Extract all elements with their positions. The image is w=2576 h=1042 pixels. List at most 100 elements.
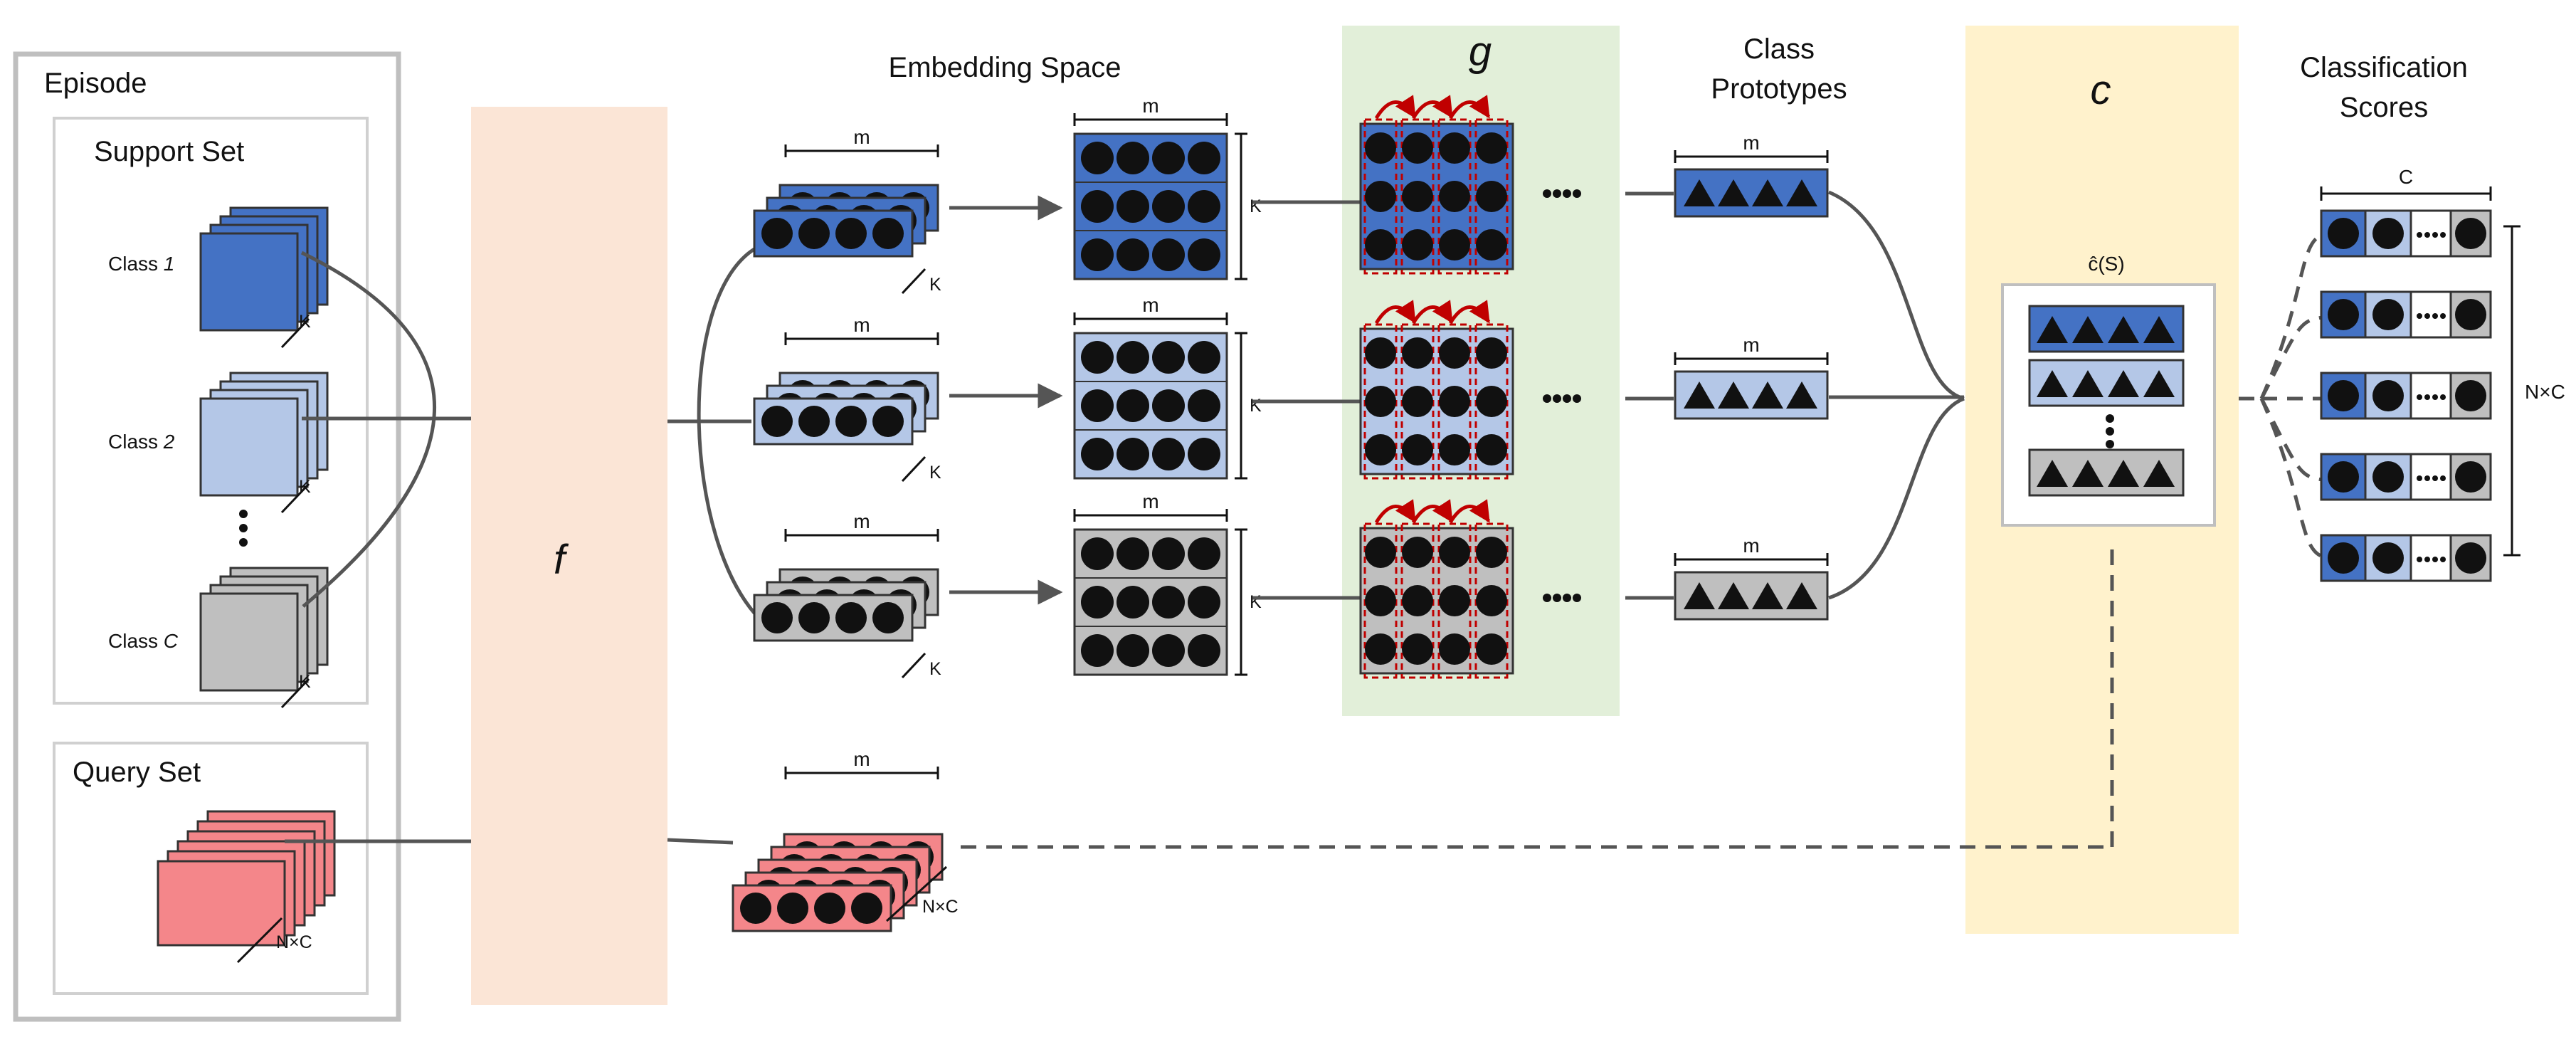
score-ellipsis-dot [2417,313,2422,319]
class-1-g-node [1439,132,1470,164]
prototype-connectors [1828,190,1965,600]
scores-title-2: Scores [2340,92,2429,123]
class-c-matrix-width-label: m [1142,490,1158,512]
class-2-g-node [1402,386,1433,417]
score-ellipsis-dot [2440,557,2446,562]
class-c-prototype-triangle [1752,582,1783,609]
class-1-matrix-node [1188,190,1220,223]
class-2-matrix-width-label: m [1142,294,1158,316]
class-c-embedding-stack-node [835,602,867,633]
class-1-matrix-node [1188,142,1220,174]
prototype-c-label: c [2091,67,2111,113]
class-1-g-node [1476,181,1507,212]
class-1-matrix-node [1117,238,1149,271]
class-2-prototype-triangle [1684,381,1715,409]
class-c-embedding-width-bracket [784,529,939,542]
class-c-g-relation-arrow [1411,499,1454,524]
class-c-matrix-node [1117,586,1149,619]
class-1-embedding-width-bracket [784,144,939,157]
support-set-box [53,117,369,705]
class-c-embedding-depth-tick [901,652,927,679]
class-c-matrix-node [1152,634,1185,667]
class-1-prototype-triangle [1752,179,1783,206]
class-2-k-label: K [299,477,311,497]
classification-score-rows [2320,209,2492,582]
class-1-matrix-node [1117,142,1149,174]
score-node [2372,299,2404,330]
class-2-g-node [1402,337,1433,369]
score-ellipsis-dot [2417,557,2422,562]
scores-width-bracket [2320,186,2492,201]
class-c-g-node [1365,537,1396,568]
class-2-k-tick [280,483,310,514]
score-node [2328,299,2359,330]
score-ellipsis-dot [2432,313,2438,319]
class-2-matrix-node [1152,341,1185,374]
query-embedding-stack-node [740,893,771,924]
score-node [2455,218,2486,249]
score-node [2455,380,2486,411]
class-c-matrix-node [1152,586,1185,619]
class-2-matrix-node [1117,438,1149,470]
class-2-matrix-node [1188,389,1220,422]
score-node [2328,461,2359,493]
class-1-g-node [1476,229,1507,260]
score-node [2328,380,2359,411]
class-c-g-ellipsis-dot [1553,594,1561,602]
score-node [2372,461,2404,493]
class-2-prototype-triangle [1718,381,1749,409]
class-2-g-node [1476,337,1507,369]
class-1-matrix-node [1117,190,1149,223]
class-c-matrix-node [1188,634,1220,667]
class-2-matrix-height-bracket [1235,332,1247,480]
class-2-g-ellipsis-dot [1543,394,1551,403]
class-2-matrix-node [1117,341,1149,374]
class-c-prototype-triangle [1684,582,1715,609]
class-c-label: Class C [108,630,179,652]
query-embedding-depth-tick [885,865,948,922]
score-node [2372,542,2404,574]
score-row-3 [2320,372,2492,420]
class-2-prototype-width-label: m [1743,334,1759,356]
c-hat-triangle [2037,460,2068,487]
class-c-embedding-stack-node [872,602,904,633]
score-node [2455,299,2486,330]
f-output-connectors [667,247,2114,849]
class-1-g-ellipsis-dot [1543,189,1551,198]
class-c-g-ellipsis-dot [1563,594,1571,602]
class-c-prototype-width-bracket [1674,553,1829,566]
class-2-matrix-node [1117,389,1149,422]
c-hat-triangle [2072,370,2103,397]
class-2-g-node [1402,434,1433,465]
class-2-embedding-stack [753,372,939,446]
class-c-g-node [1402,537,1433,568]
class-c-prototype-triangle [1718,582,1749,609]
class-1-g-node [1365,181,1396,212]
class-c-g-node [1476,585,1507,616]
query-set-title: Query Set [73,757,201,788]
class-1-matrix-node [1081,238,1114,271]
score-ellipsis-dot [2432,232,2438,238]
class-2-g-node [1439,386,1470,417]
class-2-embedding-depth-label: K [929,463,941,483]
class-c-stack [199,567,329,709]
c-hat-triangle [2143,460,2175,487]
class-c-embedding-width-label: m [853,510,870,532]
query-stack [157,810,336,964]
class-c-g-relation-arrow [1448,499,1491,524]
class-2-g-node [1439,434,1470,465]
class-2-matrix-node [1081,341,1114,374]
query-set-box [53,742,369,995]
class-1-embedding-stack-node [798,218,830,249]
class-1-prototype-triangle [1718,179,1749,206]
class-2-g-node [1365,434,1396,465]
class-2-label: Class 2 [108,431,175,453]
class-c-matrix-node [1081,586,1114,619]
class-c-g-ellipsis-dot [1543,594,1551,602]
class-c-matrix-node [1081,537,1114,570]
class-1-embedding-depth-label: K [929,275,941,295]
class-1-matrix-node [1188,238,1220,271]
class-1-prototype-width-bracket [1674,150,1829,163]
class-1-matrix-height-label: K [1250,196,1262,216]
